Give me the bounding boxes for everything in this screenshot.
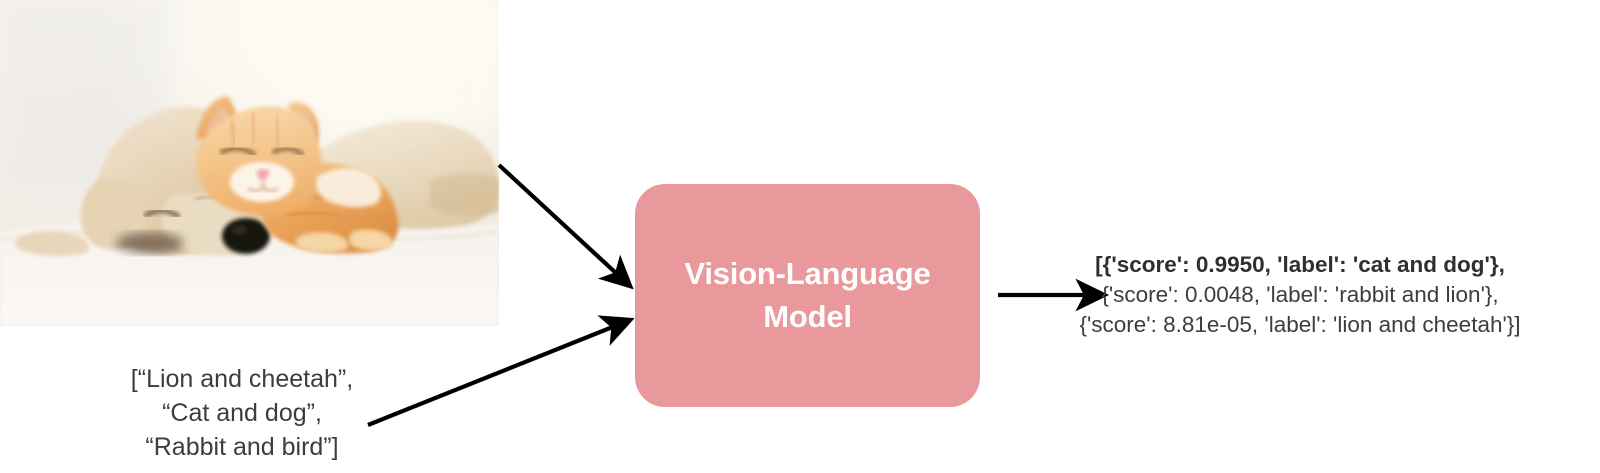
output-line-1: [{'score': 0.9950, 'label': 'cat and dog… bbox=[1095, 252, 1505, 277]
output-text: [{'score': 0.9950, 'label': 'cat and dog… bbox=[1050, 250, 1550, 340]
prompt-text: [“Lion and cheetah”, “Cat and dog”, “Rab… bbox=[130, 365, 354, 461]
input-image bbox=[0, 0, 499, 326]
prompt-to-model-arrow bbox=[367, 315, 635, 427]
model-box-label: Vision-Language Model bbox=[684, 256, 931, 334]
output-line-2: {'score': 0.0048, 'label': 'rabbit and l… bbox=[1101, 281, 1499, 307]
puppy-kitten-photo-icon bbox=[0, 0, 499, 326]
output-line-3: {'score': 8.81e-05, 'label': 'lion and c… bbox=[1079, 311, 1521, 337]
image-to-model-arrow bbox=[497, 163, 634, 290]
model-box: Vision-Language Model bbox=[635, 184, 980, 407]
